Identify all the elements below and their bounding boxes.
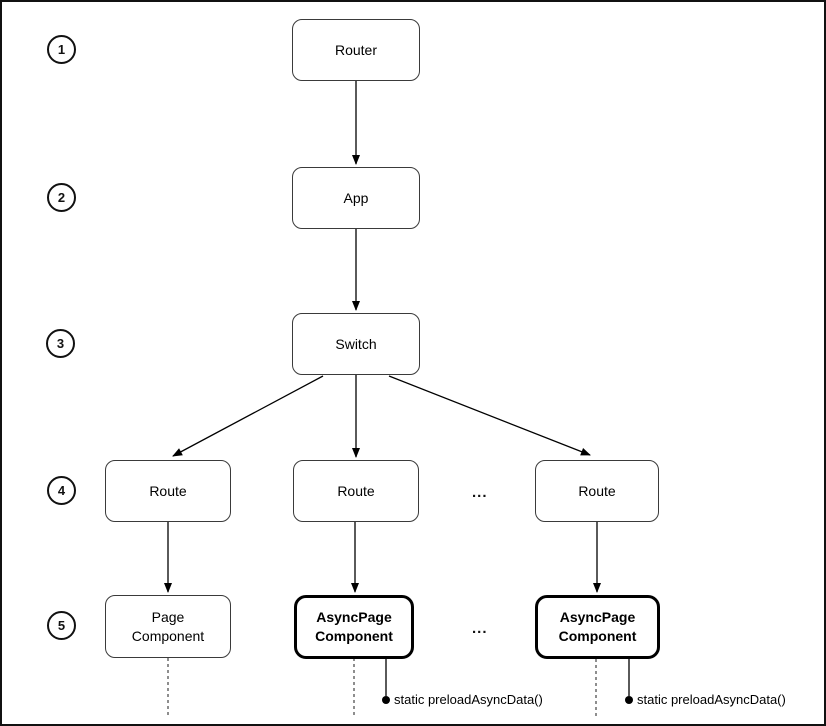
node-asyncpage-component-mid: AsyncPage Component: [294, 595, 414, 659]
node-page-component: Page Component: [105, 595, 231, 658]
bullet-icon: [382, 696, 390, 704]
step-circle-2: 2: [47, 183, 76, 212]
node-router: Router: [292, 19, 420, 81]
annotation-preload-mid: static preloadAsyncData(): [394, 692, 543, 707]
step-number: 1: [57, 42, 66, 57]
node-switch: Switch: [292, 313, 420, 375]
node-app: App: [292, 167, 420, 229]
step-circle-4: 4: [47, 476, 76, 505]
step-circle-5: 5: [47, 611, 76, 640]
node-asyncpage-component-right: AsyncPage Component: [535, 595, 660, 659]
ellipsis-components: ...: [472, 620, 488, 637]
node-route-mid: Route: [293, 460, 419, 522]
step-number: 5: [57, 618, 66, 633]
arrow-switch-to-route-right: [388, 375, 591, 456]
step-circle-1: 1: [47, 35, 76, 64]
step-number: 2: [57, 190, 66, 205]
step-circle-3: 3: [46, 329, 75, 358]
annotation-preload-right: static preloadAsyncData(): [637, 692, 786, 707]
arrow-switch-to-route-left: [172, 375, 324, 457]
step-number: 4: [57, 483, 66, 498]
ellipsis-routes: ...: [472, 484, 488, 501]
step-number: 3: [56, 336, 65, 351]
bullet-icon: [625, 696, 633, 704]
node-route-left: Route: [105, 460, 231, 522]
node-route-right: Route: [535, 460, 659, 522]
